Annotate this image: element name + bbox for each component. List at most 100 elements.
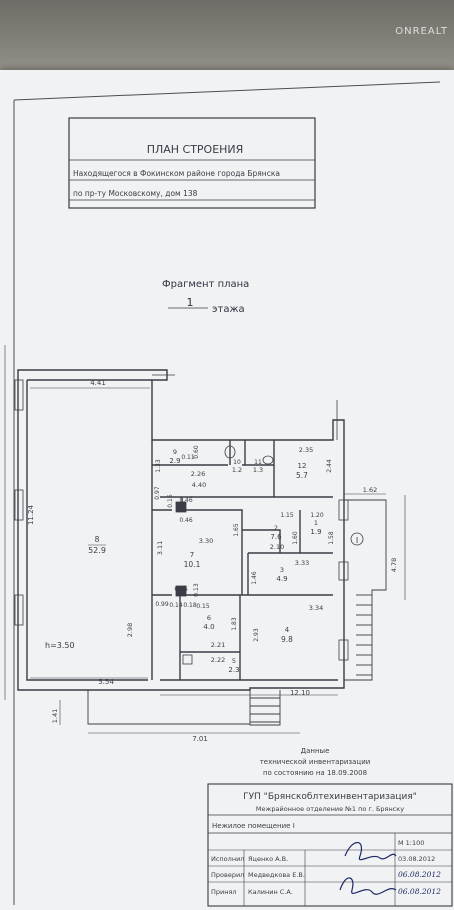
room-2: 2 7.6 — [270, 524, 282, 541]
room-9: 9 2.9 — [169, 448, 180, 465]
stamp-name: Яценко А.В. — [248, 855, 288, 863]
inventory-note-line-1: Данные — [301, 747, 330, 755]
room-11: 11 1.3 — [253, 459, 263, 474]
dim-1-62: 1.62 — [363, 486, 377, 494]
stamp-name: Калинин С.А. — [248, 888, 293, 896]
floor-word: этажа — [212, 304, 245, 315]
signature-2 — [339, 877, 397, 895]
room-area: 4.9 — [276, 575, 287, 583]
dim-2-21: 2.21 — [211, 641, 225, 649]
room-number: 6 — [207, 614, 211, 622]
room-area: 10.1 — [184, 560, 201, 569]
document-sheet — [0, 70, 454, 910]
room-8: 8 52.9 h=3.50 — [45, 535, 106, 650]
dim-0-46-top: 0.46 — [179, 497, 193, 504]
signature-1 — [344, 841, 397, 861]
dim-11-24: 11.24 — [27, 504, 35, 525]
stamp-role: Принял — [211, 888, 237, 896]
dim-3-11: 3.11 — [156, 541, 164, 555]
plan-details — [14, 374, 364, 665]
room-number: 11 — [254, 459, 262, 466]
stamp-date: 03.08.2012 — [398, 855, 435, 863]
room-number: 4 — [285, 626, 290, 634]
room-labels: 8 52.9 h=3.50 9 2.9 10 1.2 11 1.3 12 5.7… — [45, 448, 322, 674]
room-area: 1.3 — [253, 466, 263, 474]
dimension-lines — [4, 345, 406, 734]
stamp-role: Исполнил — [211, 855, 244, 863]
dim-0-15: 0.15 — [196, 603, 210, 610]
stamp-department: Межрайонное отделение №1 по г. Брянску — [256, 805, 404, 813]
dim-2-93: 2.93 — [253, 628, 260, 642]
dim-0-99: 0.99 — [155, 601, 169, 608]
dim-5-54: 5.54 — [98, 678, 114, 686]
dim-0-18: 0.18 — [183, 602, 197, 609]
dim-1-58: 1.58 — [328, 531, 335, 545]
dim-0-46-bottom: 0.46 — [174, 586, 188, 593]
room-12: 12 5.7 — [296, 462, 308, 480]
room-number: 3 — [280, 566, 284, 574]
dim-4-41: 4.41 — [90, 379, 106, 387]
stamp-scale: М 1:100 — [398, 839, 424, 847]
room-1: 1 1.9 — [310, 519, 321, 536]
dim-2-44: 2.44 — [326, 459, 333, 473]
dim-1-46: 1.46 — [251, 571, 258, 585]
room-number: 8 — [95, 535, 100, 544]
room-area: 2.9 — [169, 457, 180, 465]
dim-3-34: 3.34 — [309, 604, 323, 612]
inventory-note-line-2: технической инвентаризации — [260, 758, 371, 766]
stamp-row-accepted: Принял Калинин С.А. 06.08.2012 — [211, 887, 441, 896]
dim-0-11: 0.11 — [181, 454, 195, 461]
dim-3-33: 3.33 — [295, 559, 309, 567]
entrance-mark: I — [356, 536, 358, 545]
plan-title: ПЛАН СТРОЕНИЯ — [147, 143, 244, 156]
room-number: 7 — [190, 551, 194, 559]
dim-2-26: 2.26 — [191, 470, 205, 478]
room-3: 3 4.9 — [276, 566, 287, 583]
fragment-label: Фрагмент плана — [162, 279, 249, 290]
dim-2-22: 2.22 — [211, 656, 225, 664]
room-4: 4 9.8 — [281, 626, 293, 644]
location-line-2: по пр-ту Московскому, дом 138 — [73, 189, 198, 198]
location-line-1: Находящегося в Фокинском районе города Б… — [73, 169, 280, 178]
stamp-organization: ГУП "Брянскоблтехинвентаризация" — [243, 792, 417, 802]
stamp-date-handwritten: 06.08.2012 — [398, 887, 441, 896]
stamp-row-checked: Проверил Медведкова Е.В. 06.08.2012 — [211, 870, 441, 879]
stamp-name: Медведкова Е.В. — [248, 871, 305, 879]
room-area: 7.6 — [270, 533, 282, 541]
room-area: 9.8 — [281, 635, 293, 644]
dim-2-35: 2.35 — [299, 446, 313, 454]
room-area: 1.2 — [232, 466, 242, 474]
room-10: 10 1.2 — [232, 459, 242, 474]
stamp-role: Проверил — [211, 871, 244, 879]
room-7: 7 10.1 — [184, 551, 201, 569]
dimension-values: 4.41 11.24 5.54 12.10 7.01 1.41 0.60 1.3… — [27, 379, 398, 743]
inventory-note-line-3: по состоянию на 18.09.2008 — [263, 769, 367, 777]
stamp-row-executed: Исполнил Яценко А.В. 03.08.2012 — [211, 855, 435, 863]
dim-3-30: 3.30 — [199, 537, 213, 545]
stamp-date-handwritten: 06.08.2012 — [398, 870, 441, 879]
dim-12-10: 12.10 — [290, 689, 310, 697]
room-number: 9 — [173, 448, 177, 456]
dim-1-15: 1.15 — [280, 512, 294, 519]
room-number: 12 — [298, 462, 307, 470]
dim-0-60: 0.60 — [193, 445, 200, 459]
dim-1-60: 1.60 — [292, 531, 299, 545]
stamp-block: ГУП "Брянскоблтехинвентаризация" Межрайо… — [207, 783, 453, 907]
dim-1-83: 1.83 — [231, 617, 238, 631]
room-number: 2 — [274, 524, 278, 532]
dim-4-78: 4.78 — [390, 558, 398, 572]
entrance-porch — [87, 499, 387, 726]
dim-0-13: 0.13 — [193, 583, 200, 597]
room-area: 1.9 — [310, 528, 321, 536]
dim-1-41: 1.41 — [51, 709, 59, 723]
room-number: 5 — [232, 657, 236, 665]
room-area: 4.0 — [203, 623, 214, 631]
inventory-note: Данные технической инвентаризации по сос… — [260, 747, 371, 777]
dim-0-14: 0.14 — [169, 602, 183, 609]
room-area: 5.7 — [296, 471, 308, 480]
dim-1-20: 1.20 — [310, 512, 324, 519]
dim-2-10: 2.10 — [270, 543, 284, 551]
dim-0-46-mid: 0.46 — [179, 517, 193, 524]
floor-number: 1 — [187, 296, 194, 309]
